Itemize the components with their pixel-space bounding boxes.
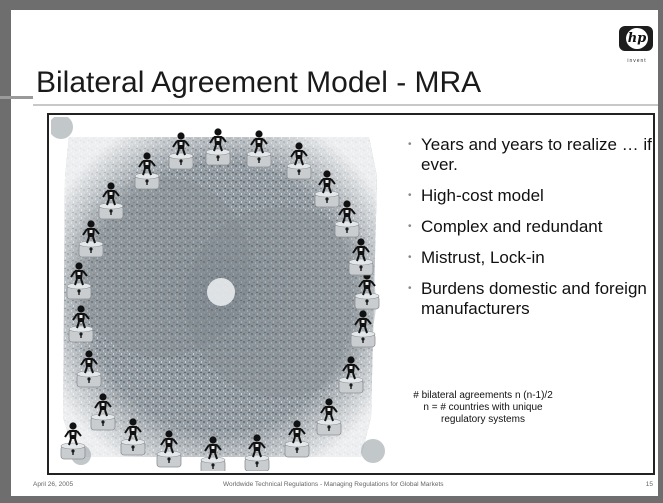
network-illustration	[51, 117, 385, 471]
hp-logo-mark: hp	[626, 28, 648, 49]
footer-title: Worldwide Technical Regulations - Managi…	[223, 481, 444, 488]
bullet-item: • High-cost model	[408, 186, 653, 206]
hp-logo-tagline: invent	[627, 58, 647, 64]
hp-logo-badge: hp	[619, 26, 653, 51]
bullet-item: • Years and years to realize … if ever.	[408, 135, 653, 175]
formula-line: # bilateral agreements n (n-1)/2	[413, 390, 553, 401]
bullet-dot-icon: •	[408, 139, 412, 150]
slide-title: Bilateral Agreement Model - MRA	[36, 66, 482, 99]
bullet-text: High-cost model	[421, 186, 544, 205]
hp-logo: hp invent	[617, 26, 657, 76]
bullet-text: Burdens domestic and foreign manufacture…	[421, 279, 647, 318]
bullet-text: Complex and redundant	[421, 217, 603, 236]
frame-right-bar	[658, 0, 663, 503]
formula-definition-line: n = # countries with unique	[423, 402, 543, 413]
bullet-dot-icon: •	[408, 252, 412, 263]
footer-date: April 26, 2005	[33, 481, 74, 488]
bullet-item: • Complex and redundant	[408, 217, 653, 237]
bullet-item: • Burdens domestic and foreign manufactur…	[408, 279, 653, 319]
page-number: 15	[645, 481, 653, 488]
formula-note: # bilateral agreements n (n-1)/2 n = # c…	[388, 390, 578, 426]
title-divider	[33, 104, 658, 106]
frame-left-bar	[0, 0, 11, 503]
formula-definition-line: regulatory systems	[441, 414, 525, 425]
bullet-dot-icon: •	[408, 221, 412, 232]
bullet-dot-icon: •	[408, 190, 412, 201]
frame-bottom-bar	[0, 496, 663, 503]
frame-top-bar	[0, 0, 663, 10]
bullet-item: • Mistrust, Lock-in	[408, 248, 653, 268]
bullet-text: Years and years to realize … if ever.	[421, 135, 652, 174]
bullet-text: Mistrust, Lock-in	[421, 248, 545, 267]
bullet-dot-icon: •	[408, 283, 412, 294]
bullet-list: • Years and years to realize … if ever. •…	[408, 135, 653, 319]
title-accent-rule	[0, 96, 33, 99]
